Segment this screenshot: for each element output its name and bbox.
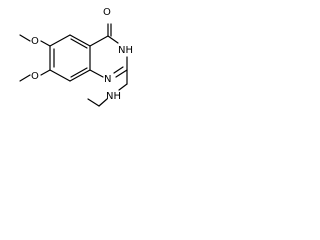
bond: [107, 35, 119, 44]
bond: [70, 67, 88, 78]
bond: [98, 98, 108, 107]
carbonyl-oxygen-label: O: [103, 7, 111, 18]
bond: [19, 74, 31, 82]
methoxy-oxygen-top-label: O: [31, 36, 39, 47]
bond: [19, 34, 31, 42]
bond: [89, 69, 104, 78]
amine-nh-label: NH: [106, 91, 121, 102]
methoxy-oxygen-bottom-label: O: [31, 71, 39, 82]
ring-nh-label: NH: [118, 45, 133, 56]
methoxy-groups: [19, 34, 51, 82]
bond: [115, 69, 128, 78]
bond: [49, 34, 71, 47]
bond: [70, 38, 88, 49]
ethylaminomethyl-chain: [87, 69, 128, 107]
bond: [118, 83, 128, 91]
bond: [87, 98, 100, 107]
pyrimidinone-ring: [89, 23, 128, 78]
bond: [49, 69, 71, 82]
bond: [113, 66, 124, 74]
bond: [40, 69, 51, 76]
bond: [89, 35, 109, 47]
bond: [69, 34, 91, 47]
bond: [69, 69, 91, 82]
benzene-ring: [49, 34, 91, 82]
ring-n-label: N: [104, 74, 111, 85]
quinazolinone-structure: O NH N NH O O: [19, 7, 133, 107]
bond: [40, 40, 51, 47]
